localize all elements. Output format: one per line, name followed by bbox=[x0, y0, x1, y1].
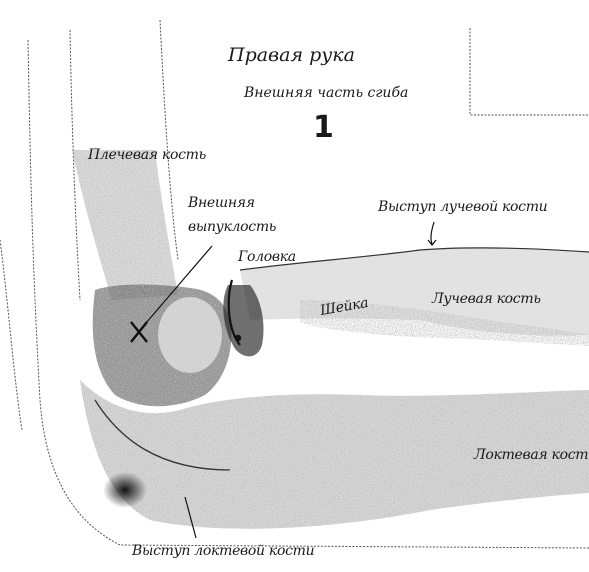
lateral-epicondyle-mass bbox=[93, 285, 232, 407]
label-lateral-epicondyle-1: Внешняя bbox=[188, 196, 255, 211]
subtitle: Внешняя часть сгиба bbox=[244, 86, 408, 101]
label-olecranon: Выступ локтевой кости bbox=[132, 544, 314, 559]
label-radial-head: Головка bbox=[238, 250, 296, 265]
title: Правая рука bbox=[228, 46, 355, 66]
label-humerus: Плечевая кость bbox=[88, 148, 206, 163]
humerus-bone bbox=[72, 150, 178, 300]
label-ulna: Локтевая кость bbox=[474, 448, 589, 463]
label-radial-tuberosity: Выступ лучевой кости bbox=[378, 200, 547, 215]
label-radius: Лучевая кость bbox=[432, 292, 541, 307]
figure-number: 1 bbox=[313, 112, 334, 144]
label-lateral-epicondyle-2: выпуклость bbox=[188, 220, 276, 235]
